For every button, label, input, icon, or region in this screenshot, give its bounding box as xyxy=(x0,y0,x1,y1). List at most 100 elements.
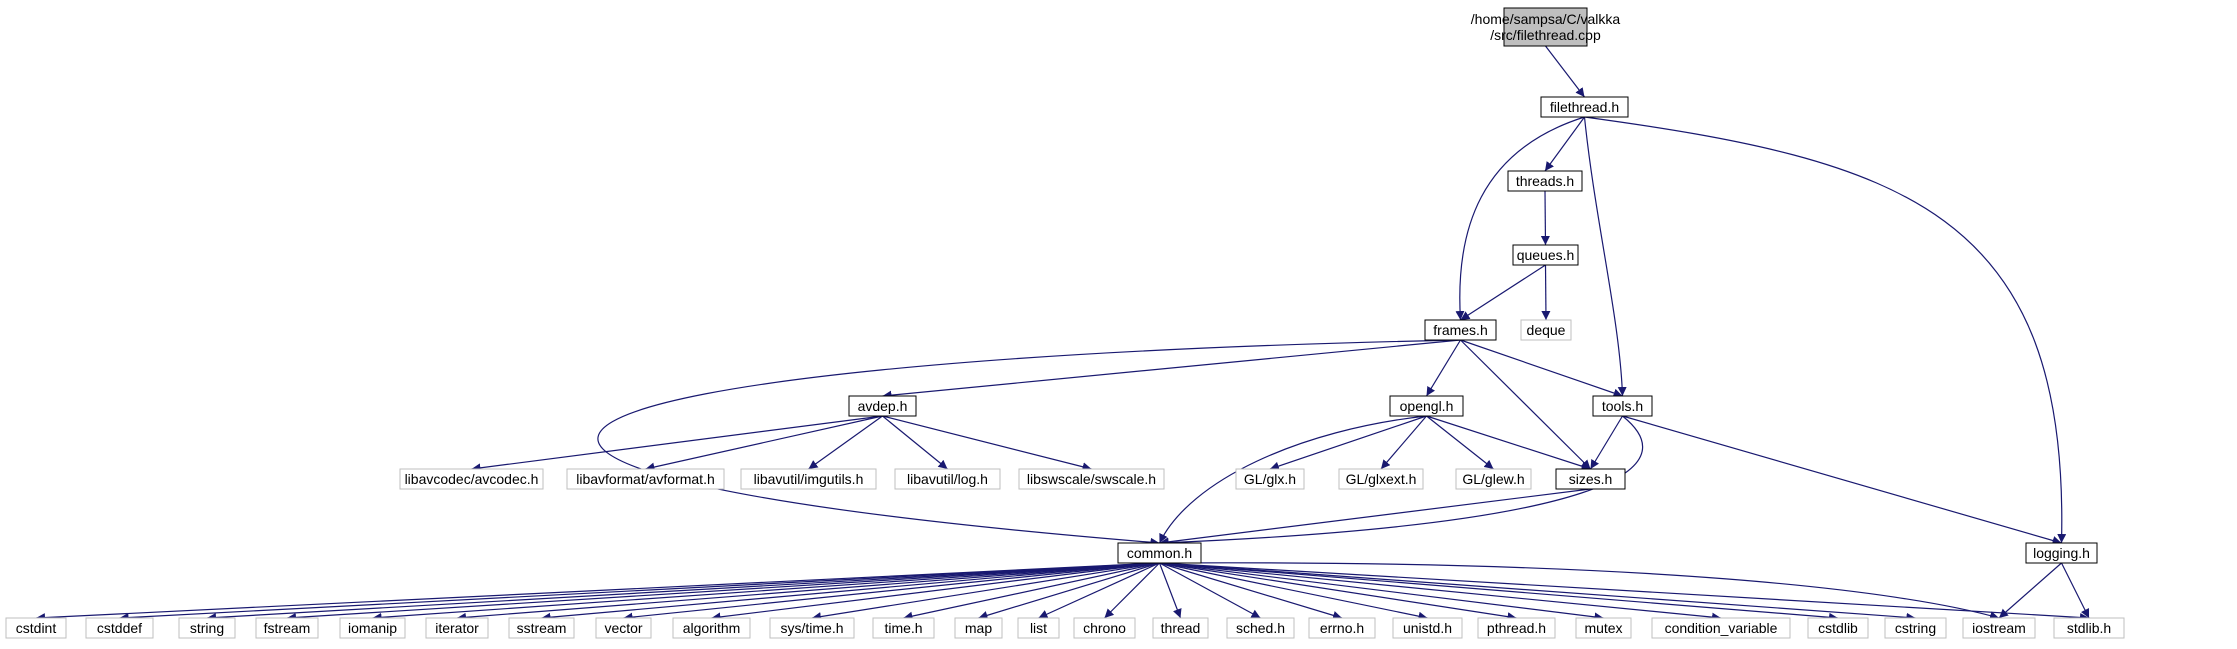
node-avdep_h[interactable]: avdep.h xyxy=(848,395,917,417)
node-box-deque xyxy=(1520,319,1572,341)
node-box-glew_h xyxy=(1455,468,1532,490)
edge-common_h-to-cstring xyxy=(1159,562,1916,622)
node-box-glx_h xyxy=(1235,468,1305,490)
node-map: map xyxy=(954,617,1003,639)
edge-common_h-to-vector xyxy=(623,562,1160,622)
node-label-imgutils_h: libavutil/imgutils.h xyxy=(754,471,864,487)
edge-frames_h-to-sizes_h xyxy=(1460,339,1591,470)
node-box-iostream xyxy=(1962,617,2036,639)
node-imgutils_h: libavutil/imgutils.h xyxy=(740,468,877,490)
node-label-list: list xyxy=(1030,620,1047,636)
node-label-cstring: cstring xyxy=(1895,620,1936,636)
node-label-iterator: iterator xyxy=(435,620,479,636)
node-label-threads_h: threads.h xyxy=(1516,173,1574,189)
node-sstream: sstream xyxy=(508,617,575,639)
node-label-log_h: libavutil/log.h xyxy=(907,471,988,487)
node-glx_h: GL/glx.h xyxy=(1235,468,1305,490)
node-sizes_h[interactable]: sizes.h xyxy=(1555,468,1626,490)
node-label-cstdint: cstdint xyxy=(16,620,57,636)
node-box-filethread_h xyxy=(1540,96,1629,118)
edge-common_h-to-errno_h xyxy=(1159,562,1343,620)
node-label-fstream: fstream xyxy=(264,620,311,636)
node-label-unistd_h: unistd.h xyxy=(1403,620,1452,636)
node-glew_h: GL/glew.h xyxy=(1455,468,1532,490)
edge-queues_h-to-deque xyxy=(1541,264,1551,321)
edge-common_h-to-sys_time_h xyxy=(811,562,1160,622)
edge-logging_h-to-iostream xyxy=(1998,562,2062,619)
node-avformat_h: libavformat/avformat.h xyxy=(566,468,725,490)
node-threads_h[interactable]: threads.h xyxy=(1507,170,1583,192)
node-condition_variable: condition_variable xyxy=(1651,617,1791,639)
edge-common_h-to-iterator xyxy=(456,562,1160,622)
node-label-vector: vector xyxy=(604,620,642,636)
node-label-deque: deque xyxy=(1527,322,1566,338)
edge-tools_h-to-sizes_h xyxy=(1589,415,1624,470)
edge-common_h-to-time_h xyxy=(903,562,1160,621)
edge-common_h-to-sstream xyxy=(541,562,1160,622)
edge-common_h-to-cstddef xyxy=(119,562,1160,623)
node-label-root: /src/filethread.cpp xyxy=(1490,27,1601,43)
node-label-errno_h: errno.h xyxy=(1320,620,1364,636)
node-label-avcodec_h: libavcodec/avcodec.h xyxy=(405,471,539,487)
edge-opengl_h-to-common_h xyxy=(1158,415,1427,544)
node-box-iterator xyxy=(425,617,489,639)
node-iostream: iostream xyxy=(1962,617,2036,639)
node-cstddef: cstddef xyxy=(85,617,154,639)
edge-frames_h-to-opengl_h xyxy=(1425,339,1462,397)
node-box-stdlib_h xyxy=(2053,617,2125,639)
edge-common_h-to-chrono xyxy=(1104,562,1160,619)
node-label-thread: thread xyxy=(1161,620,1201,636)
node-box-avdep_h xyxy=(848,395,917,417)
node-common_h[interactable]: common.h xyxy=(1117,542,1202,564)
edge-logging_h-to-stdlib_h xyxy=(2060,562,2090,619)
edge-layer xyxy=(35,45,2090,623)
node-root[interactable]: /home/sampsa/C/valkka/src/filethread.cpp xyxy=(1471,7,1621,47)
node-label-iomanip: iomanip xyxy=(348,620,397,636)
node-label-map: map xyxy=(965,620,992,636)
node-box-sys_time_h xyxy=(769,617,855,639)
node-box-imgutils_h xyxy=(740,468,877,490)
edge-common_h-to-cstdlib xyxy=(1159,562,1839,622)
node-avcodec_h: libavcodec/avcodec.h xyxy=(399,468,544,490)
node-iomanip: iomanip xyxy=(339,617,406,639)
node-label-condition_variable: condition_variable xyxy=(1665,620,1778,636)
node-list: list xyxy=(1017,617,1060,639)
edge-avdep_h-to-imgutils_h xyxy=(808,415,883,470)
node-box-logging_h xyxy=(2025,542,2098,564)
node-thread: thread xyxy=(1152,617,1209,639)
node-box-list xyxy=(1017,617,1060,639)
node-deque: deque xyxy=(1520,319,1572,341)
edge-common_h-to-cstdint xyxy=(35,562,1160,623)
node-box-avformat_h xyxy=(566,468,725,490)
node-time_h: time.h xyxy=(872,617,935,639)
node-label-avdep_h: avdep.h xyxy=(858,398,908,414)
node-logging_h[interactable]: logging.h xyxy=(2025,542,2098,564)
node-label-stdlib_h: stdlib.h xyxy=(2067,620,2111,636)
node-label-glew_h: GL/glew.h xyxy=(1462,471,1524,487)
node-label-pthread_h: pthread.h xyxy=(1487,620,1546,636)
node-filethread_h[interactable]: filethread.h xyxy=(1540,96,1629,118)
node-tools_h[interactable]: tools.h xyxy=(1592,395,1653,417)
node-opengl_h[interactable]: opengl.h xyxy=(1389,395,1464,417)
edge-opengl_h-to-glew_h xyxy=(1426,415,1494,470)
node-box-cstring xyxy=(1884,617,1947,639)
node-frames_h[interactable]: frames.h xyxy=(1424,319,1497,341)
node-queues_h[interactable]: queues.h xyxy=(1512,244,1579,266)
node-label-glxext_h: GL/glxext.h xyxy=(1346,471,1417,487)
node-label-cstddef: cstddef xyxy=(97,620,142,636)
edge-opengl_h-to-sizes_h xyxy=(1426,415,1591,471)
node-label-time_h: time.h xyxy=(884,620,922,636)
edge-filethread_h-to-threads_h xyxy=(1544,116,1585,172)
edge-tools_h-to-common_h xyxy=(1159,415,1644,548)
node-sched_h: sched.h xyxy=(1226,617,1295,639)
node-box-errno_h xyxy=(1308,617,1376,639)
node-vector: vector xyxy=(595,617,652,639)
edge-threads_h-to-queues_h xyxy=(1540,190,1550,246)
edge-common_h-to-unistd_h xyxy=(1159,562,1428,621)
edge-avdep_h-to-log_h xyxy=(882,415,948,470)
edge-common_h-to-fstream xyxy=(286,562,1160,622)
edge-opengl_h-to-glxext_h xyxy=(1380,415,1427,470)
node-layer: /home/sampsa/C/valkka/src/filethread.cpp… xyxy=(5,7,2125,639)
node-box-root xyxy=(1503,7,1588,47)
node-box-vector xyxy=(595,617,652,639)
